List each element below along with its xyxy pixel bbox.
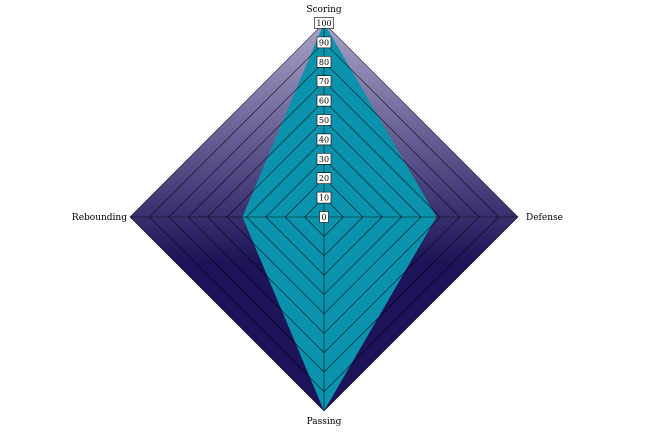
tick-label: 20 [319,174,329,183]
tick-box [316,133,332,146]
radar-tick-labels: 0 10 20 30 40 50 60 70 80 90 100 [314,17,334,223]
tick-30: 30 [316,153,332,165]
tick-label: 50 [319,116,329,125]
tick-20: 20 [316,172,332,184]
tick-box [319,211,329,223]
tick-box [316,153,332,165]
tick-box [316,191,332,204]
tick-box [316,75,332,87]
tick-40: 40 [316,133,332,146]
tick-50: 50 [316,114,332,126]
tick-100: 100 [314,17,334,29]
tick-box [316,94,332,107]
tick-box [316,36,332,49]
tick-box [316,114,332,126]
tick-60: 60 [316,94,332,107]
tick-label: 70 [319,77,329,86]
tick-0: 0 [319,211,329,223]
tick-label: 80 [319,58,329,67]
tick-label: 30 [319,155,329,164]
tick-box [316,172,332,184]
tick-label: 10 [319,194,329,203]
tick-box [316,55,332,68]
tick-label: 90 [319,38,329,47]
tick-label: 60 [319,97,329,106]
tick-10: 10 [316,191,332,204]
axis-label-scoring: Scoring [306,5,342,15]
radar-grid [129,22,519,412]
axis-label-defense: Defense [526,213,563,223]
tick-label: 100 [316,19,331,28]
tick-70: 70 [316,75,332,87]
axis-label-passing: Passing [307,417,342,427]
tick-box [314,17,334,29]
tick-label: 0 [321,213,326,222]
axis-label-rebounding: Rebounding [72,213,127,223]
tick-90: 90 [316,36,332,49]
tick-80: 80 [316,55,332,68]
tick-label: 40 [319,135,329,144]
